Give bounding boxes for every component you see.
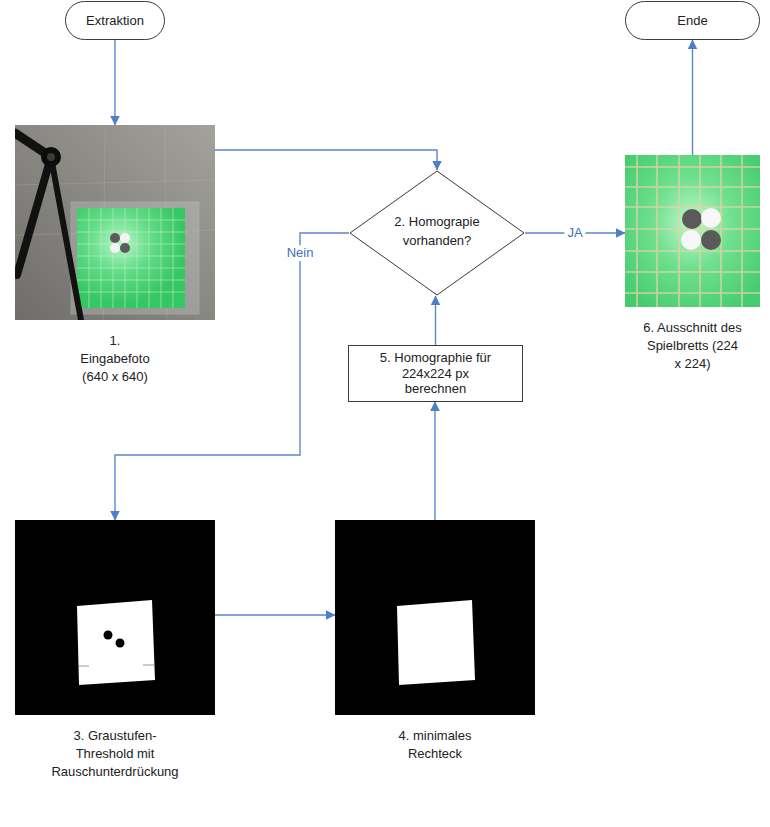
edge-label: Nein — [284, 245, 317, 261]
image-step: 3. Graustufen-Threshold mit Rauschunterd… — [15, 520, 215, 782]
connector-arrow — [215, 614, 335, 615]
diamond-shape — [350, 171, 524, 295]
image-step: 6. Ausschnitt des Spielbretts (224 x 224… — [625, 155, 760, 374]
image-step: 1. Eingabefoto (640 x 640) — [15, 125, 215, 387]
connector-arrow — [692, 40, 693, 155]
end-terminal: Ende — [625, 1, 760, 40]
connector-arrow — [215, 150, 437, 170]
image-step: 4. minimales Rechteck — [335, 520, 535, 763]
step-caption: 6. Ausschnitt des Spielbretts (224 x 224… — [643, 319, 743, 374]
connector-arrow — [114, 40, 115, 125]
rectangle-image — [335, 520, 535, 715]
process-text: 5. Homographie für 224x224 px berechnen — [380, 350, 492, 397]
process-box: 5. Homographie für 224x224 px berechnen — [348, 345, 523, 402]
decision-diamond: 2. Homograpie vorhanden? — [349, 170, 525, 296]
terminal-text: Ende — [677, 13, 707, 28]
start-terminal: Extraktion — [65, 1, 165, 40]
connector-arrow — [434, 402, 435, 520]
terminal-text: Extraktion — [86, 13, 144, 28]
threshold-image — [15, 520, 215, 715]
input-photo — [15, 125, 215, 320]
board-crop-image — [625, 155, 760, 307]
decision-text: 2. Homograpie vorhanden? — [394, 213, 480, 251]
connector-arrow — [435, 296, 436, 345]
step-caption: 1. Eingabefoto (640 x 640) — [74, 332, 156, 387]
step-caption: 3. Graustufen-Threshold mit Rauschunterd… — [45, 727, 185, 782]
edge-label: JA — [564, 225, 585, 241]
step-caption: 4. minimales Rechteck — [375, 727, 495, 763]
